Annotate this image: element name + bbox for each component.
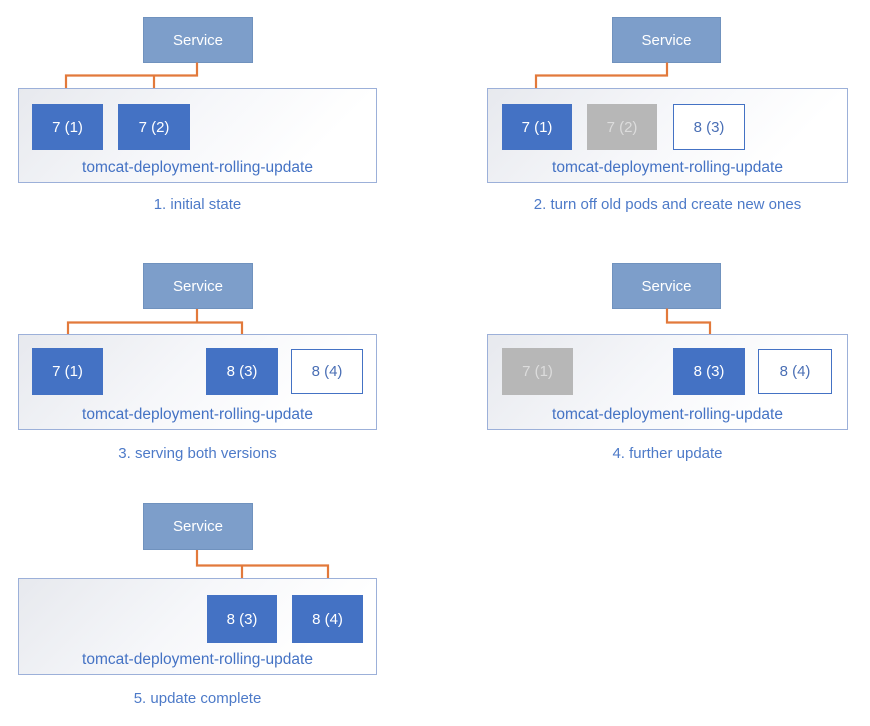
deployment-name-label: tomcat-deployment-rolling-update <box>552 406 783 423</box>
stage-caption: 1. initial state <box>153 196 242 213</box>
service-box: Service <box>612 263 721 309</box>
pod-7-1: 7 (1) <box>502 348 573 395</box>
pod-8-4: 8 (4) <box>292 595 363 643</box>
pod-8-3: 8 (3) <box>673 104 745 150</box>
pod-7-1: 7 (1) <box>32 348 103 395</box>
stage-caption: 2. turn off old pods and create new ones <box>533 196 802 213</box>
pod-8-3: 8 (3) <box>206 348 278 395</box>
service-label: Service <box>641 277 692 295</box>
pod-7-2: 7 (2) <box>118 104 190 150</box>
pod-7-1: 7 (1) <box>32 104 103 150</box>
deployment-name-label: tomcat-deployment-rolling-update <box>82 651 313 668</box>
stage-caption: 3. serving both versions <box>118 445 277 462</box>
pod-7-1: 7 (1) <box>502 104 572 150</box>
pod-8-3: 8 (3) <box>207 595 277 643</box>
service-label: Service <box>172 518 224 535</box>
service-box: Service <box>143 17 253 63</box>
panel-update-complete: Service tomcat-deployment-rolling-update… <box>0 486 435 726</box>
deployment-box: tomcat-deployment-rolling-update <box>18 578 377 675</box>
pod-8-3: 8 (3) <box>673 348 745 395</box>
service-label: Service <box>641 31 692 49</box>
pod-7-2: 7 (2) <box>587 104 657 150</box>
panel-serving-both-versions: Service tomcat-deployment-rolling-update… <box>0 246 435 486</box>
service-box: Service <box>143 263 253 309</box>
service-box: Service <box>612 17 721 63</box>
service-label: Service <box>172 31 224 49</box>
panel-further-update: Service tomcat-deployment-rolling-update… <box>435 246 870 486</box>
deployment-name-label: tomcat-deployment-rolling-update <box>82 159 313 176</box>
deployment-name-label: tomcat-deployment-rolling-update <box>82 406 313 423</box>
stage-caption: 5. update complete <box>133 690 262 707</box>
panel-initial-state: Service tomcat-deployment-rolling-update… <box>0 0 435 240</box>
service-label: Service <box>172 277 224 295</box>
pod-8-4: 8 (4) <box>291 349 363 394</box>
deployment-name-label: tomcat-deployment-rolling-update <box>552 159 783 176</box>
service-box: Service <box>143 503 253 550</box>
stage-caption: 4. further update <box>612 445 723 462</box>
panel-turn-off-old-pods: Service tomcat-deployment-rolling-update… <box>435 0 870 240</box>
pod-8-4: 8 (4) <box>758 349 832 394</box>
